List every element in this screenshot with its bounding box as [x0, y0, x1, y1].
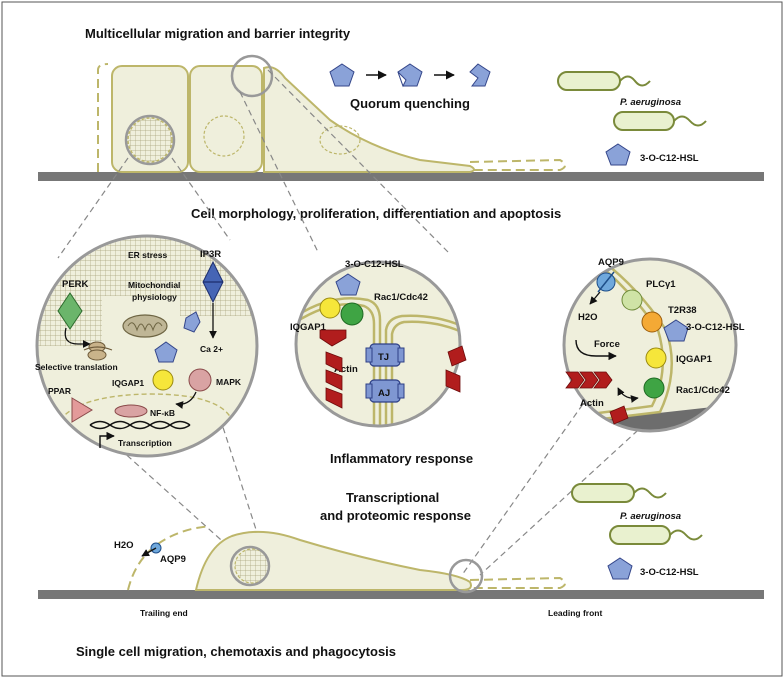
arrow [141, 547, 157, 557]
legend-molecule-label-bottom: 3-O-C12-HSL [640, 567, 699, 578]
arrow [175, 391, 197, 409]
hsl-molecule-icon [605, 143, 631, 166]
actin-filament-icon [565, 371, 629, 425]
actin-filament-icon [319, 329, 467, 409]
ppar-label: PPAR [48, 386, 71, 396]
arrow [64, 327, 91, 348]
mito-label-2: physiology [132, 292, 177, 302]
dna-icon [89, 420, 191, 430]
perk-label: PERK [62, 279, 89, 290]
legend-molecule-label: 3-O-C12-HSL [640, 153, 699, 164]
trailing-end-label: Trailing end [140, 608, 188, 618]
hsl-molecule-icon [335, 273, 361, 296]
h2o-label-right: H2O [578, 312, 598, 323]
force-arrow [575, 339, 617, 361]
nucleus-er [127, 117, 173, 163]
bacteria-icon [571, 483, 667, 503]
hsl-label-right: 3-O-C12-HSL [686, 322, 745, 333]
ground-bottom [38, 590, 764, 599]
title-bottom: Single cell migration, chemotaxis and ph… [76, 644, 396, 659]
iqgap1-icon [645, 347, 667, 369]
actin-label-right: Actin [580, 398, 604, 409]
inflammatory-label: Inflammatory response [330, 451, 473, 466]
right-zoom-circle [562, 257, 738, 433]
selective-translation-label: Selective translation [35, 362, 118, 372]
hsl-molecule-icon [183, 311, 201, 333]
transcription-label: Transcription [118, 438, 172, 448]
title-middle: Cell morphology, proliferation, differen… [191, 206, 561, 221]
zoom-circle-leading [448, 558, 484, 594]
leading-edge-top [469, 158, 566, 171]
rac1-label-right: Rac1/Cdc42 [676, 385, 730, 396]
hsl-molecule-icon [329, 63, 355, 87]
mitochondria-icon [122, 314, 168, 338]
left-zoom-circle [35, 234, 259, 458]
hsl-molecule-cleaved-icon [469, 63, 491, 87]
h2o-label-bottom: H2O [114, 540, 134, 551]
aj-label: AJ [378, 388, 390, 399]
title-top: Multicellular migration and barrier inte… [85, 26, 351, 41]
hsl-molecule-icon [607, 557, 633, 580]
transcriptional-label-1: Transcriptional [346, 490, 439, 505]
quorum-quenching-icons [329, 63, 491, 88]
leading-edge-bottom [469, 576, 566, 589]
ppar-icon [71, 397, 93, 423]
arrow [99, 431, 115, 448]
quorum-quenching-label: Quorum quenching [350, 96, 470, 111]
bacteria-icon [609, 525, 703, 545]
bacteria-icon [557, 71, 651, 91]
iqgap1-label-right: IQGAP1 [676, 354, 713, 365]
plc-label: PLCγ1 [646, 279, 676, 290]
arrow [617, 387, 639, 403]
nfkb-label: NF-κB [150, 408, 175, 418]
trailing-edge-top [97, 63, 109, 172]
aqp9-label-bottom: AQP9 [160, 554, 186, 565]
iqgap1-label-middle: IQGAP1 [290, 322, 327, 333]
nfkb-icon [114, 404, 148, 418]
plc-icon [621, 289, 643, 311]
rac1-icon [643, 377, 665, 399]
arrow [589, 291, 601, 305]
adherens-junction-icon [365, 379, 405, 403]
nucleus [319, 125, 361, 155]
iqgap1-label-left: IQGAP1 [112, 378, 144, 388]
calcium-label: Ca 2+ [200, 344, 223, 354]
er-stress-label: ER stress [128, 250, 167, 260]
mito-label-1: Mitochondial [128, 280, 180, 290]
zoom-circle-er-bottom [229, 545, 271, 587]
hsl-molecule-icon [154, 341, 178, 363]
mapk-icon [188, 368, 212, 392]
zoom-circle-er [124, 114, 176, 166]
actin-label-middle: Actin [334, 364, 358, 375]
hsl-label-middle: 3-O-C12-HSL [345, 259, 404, 270]
rac1-label-middle: Rac1/Cdc42 [374, 292, 428, 303]
perk-receptor-icon [57, 292, 83, 330]
iqgap1-icon [152, 369, 174, 391]
t2r38-label: T2R38 [668, 305, 697, 316]
zoom-guides [57, 69, 661, 576]
mapk-label: MAPK [216, 377, 242, 387]
hsl-molecule-icon [663, 319, 689, 342]
ip3r-label: IP3R [200, 249, 221, 260]
force-label: Force [594, 339, 620, 350]
legend-bacteria-label-bottom: P. aeruginosa [620, 511, 681, 522]
nucleus [203, 115, 245, 157]
aqp9-label-right: AQP9 [598, 257, 624, 268]
bacteria-icon [613, 111, 707, 131]
ground-top [38, 172, 764, 181]
t2r38-icon [641, 311, 663, 333]
legend-bacteria-label: P. aeruginosa [620, 97, 681, 108]
tight-junction-icon [365, 343, 405, 367]
iqgap1-icon [319, 297, 341, 319]
zoom-circle-junction [230, 54, 274, 98]
leading-front-label: Leading front [548, 608, 602, 618]
tj-label: TJ [378, 352, 389, 363]
rac1-icon [340, 302, 364, 326]
transcriptional-label-2: and proteomic response [320, 508, 471, 523]
